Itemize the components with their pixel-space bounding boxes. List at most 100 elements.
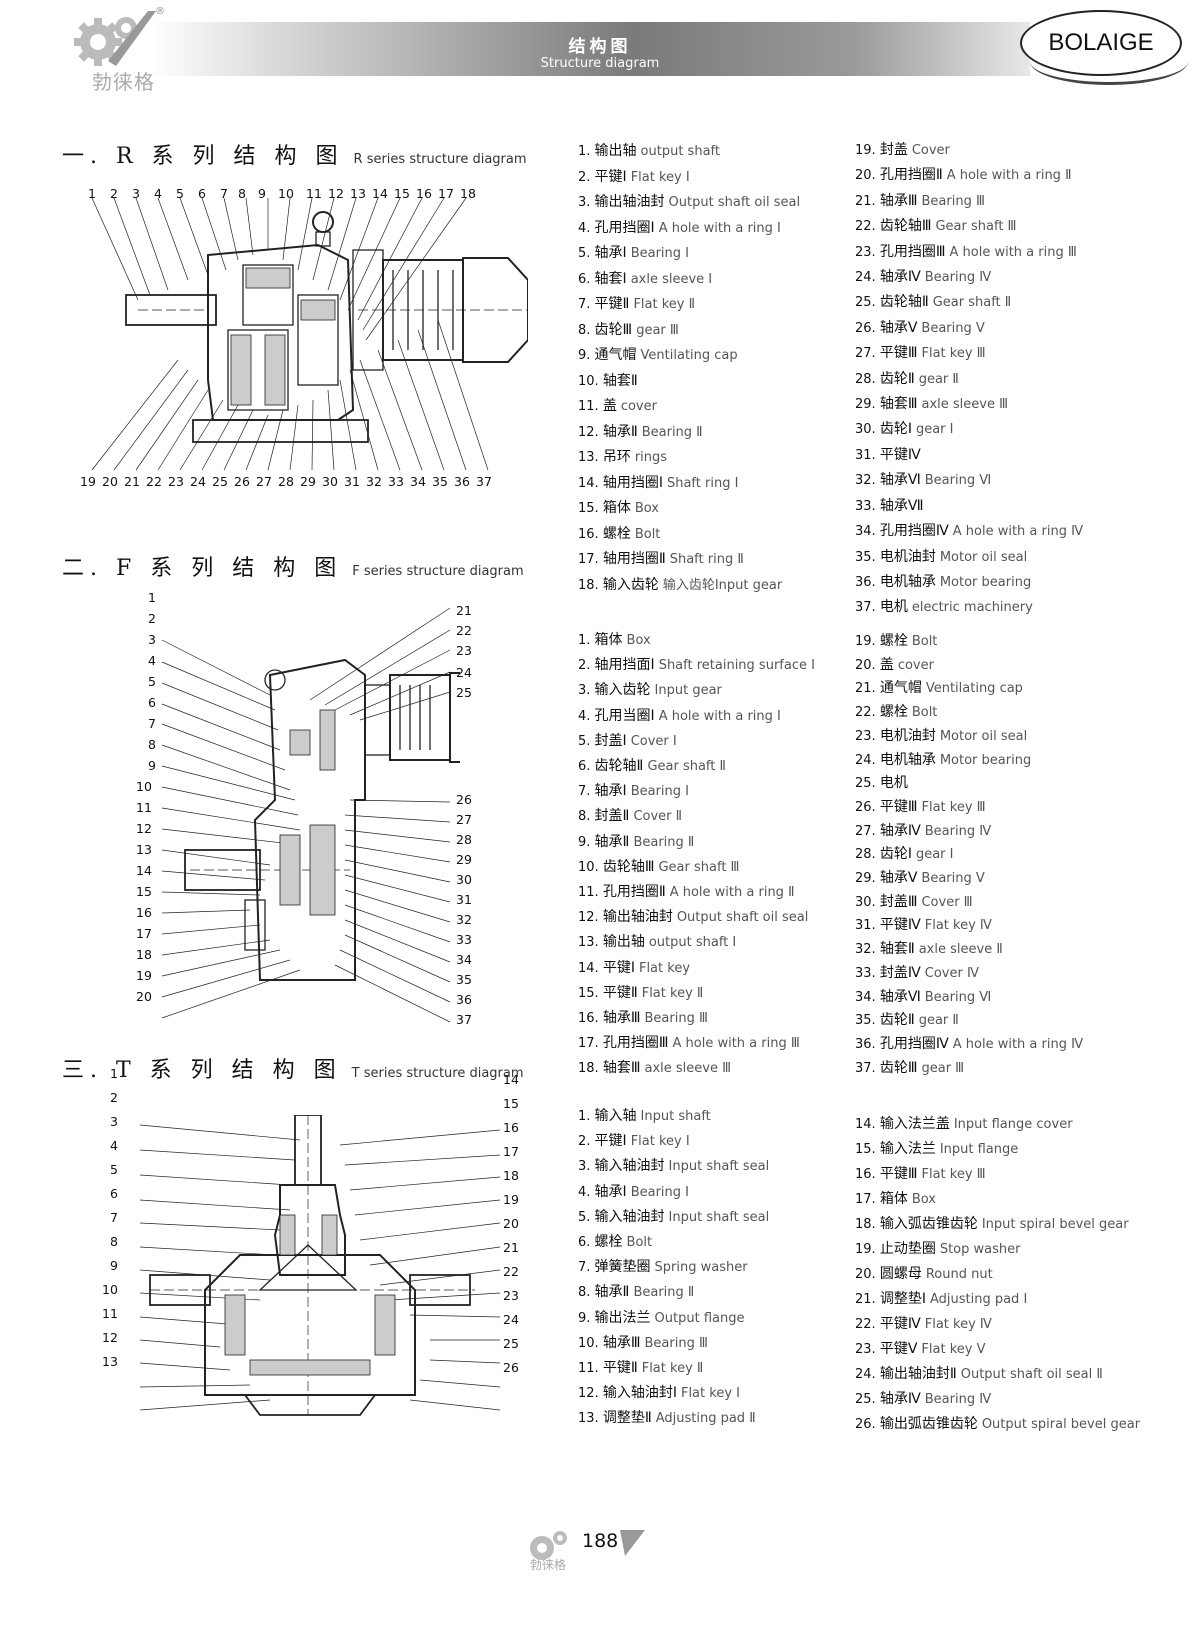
footer-logo-text: 勃徕格 bbox=[530, 1558, 567, 1572]
callout-number: 31 bbox=[344, 474, 360, 489]
callout-number: 19 bbox=[136, 968, 152, 983]
callout-number: 21 bbox=[456, 603, 472, 618]
callout-number: 10 bbox=[102, 1282, 118, 1297]
callout-number: 23 bbox=[503, 1288, 519, 1303]
callout-number: 8 bbox=[238, 186, 246, 201]
callout-number: 1 bbox=[88, 186, 96, 201]
list-item: 10. 轴套Ⅱ bbox=[578, 372, 638, 389]
callout-number: 9 bbox=[258, 186, 266, 201]
callout-number: 3 bbox=[132, 186, 140, 201]
callout-number: 2 bbox=[148, 611, 156, 626]
callout-number: 15 bbox=[394, 186, 410, 201]
callout-number: 32 bbox=[366, 474, 382, 489]
callout-number: 17 bbox=[503, 1144, 519, 1159]
callout-number: 4 bbox=[148, 653, 156, 668]
callout-number: 27 bbox=[456, 812, 472, 827]
callout-number: 18 bbox=[136, 947, 152, 962]
callout-number: 6 bbox=[198, 186, 206, 201]
callout-number: 8 bbox=[110, 1234, 118, 1249]
callout-number: 15 bbox=[136, 884, 152, 899]
callout-number: 10 bbox=[136, 779, 152, 794]
callout-number: 34 bbox=[410, 474, 426, 489]
callout-number: 13 bbox=[102, 1354, 118, 1369]
callout-number: 6 bbox=[110, 1186, 118, 1201]
brand-oval-shadow bbox=[1030, 38, 1188, 85]
header-title-cn: 结构图 bbox=[568, 37, 632, 57]
r-bottom-numbers: 19 20 21 22 23 24 25 26 27 28 29 30 31 3… bbox=[80, 474, 510, 490]
list-item: 18. 输入齿轮输入齿轮Input gear bbox=[578, 576, 783, 593]
logo-text: 勃徕格 bbox=[92, 70, 155, 94]
callout-number: 20 bbox=[503, 1216, 519, 1231]
callout-number: 7 bbox=[220, 186, 228, 201]
callout-number: 9 bbox=[110, 1258, 118, 1273]
list-item: 33. 轴承Ⅶ bbox=[855, 497, 924, 514]
callout-number: 12 bbox=[136, 821, 152, 836]
callout-number: 12 bbox=[102, 1330, 118, 1345]
callout-number: 24 bbox=[190, 474, 206, 489]
callout-number: 4 bbox=[110, 1138, 118, 1153]
callout-number: 26 bbox=[234, 474, 250, 489]
callout-number: 24 bbox=[456, 665, 472, 680]
callout-number: 14 bbox=[136, 863, 152, 878]
r-top-numbers: 1 2 3 4 5 6 7 8 9 10 11 12 13 14 15 16 1… bbox=[88, 186, 508, 202]
callout-number: 20 bbox=[102, 474, 118, 489]
f-series-drawing bbox=[150, 600, 491, 1030]
callout-number: 18 bbox=[460, 186, 476, 201]
section-r-title-en: R series structure diagram bbox=[353, 152, 527, 167]
callout-number: 16 bbox=[416, 186, 432, 201]
callout-number: 15 bbox=[503, 1096, 519, 1111]
callout-number: 3 bbox=[148, 632, 156, 647]
callout-number: 9 bbox=[148, 758, 156, 773]
callout-number: 22 bbox=[503, 1264, 519, 1279]
header-title-en: Structure diagram bbox=[540, 56, 660, 71]
callout-number: 36 bbox=[454, 474, 470, 489]
section-f-title-cn: 二. F 系 列 结 构 图 bbox=[62, 556, 343, 581]
callout-number: 37 bbox=[456, 1012, 472, 1027]
callout-number: 30 bbox=[456, 872, 472, 887]
callout-number: 19 bbox=[503, 1192, 519, 1207]
callout-number: 5 bbox=[148, 674, 156, 689]
callout-number: 29 bbox=[456, 852, 472, 867]
